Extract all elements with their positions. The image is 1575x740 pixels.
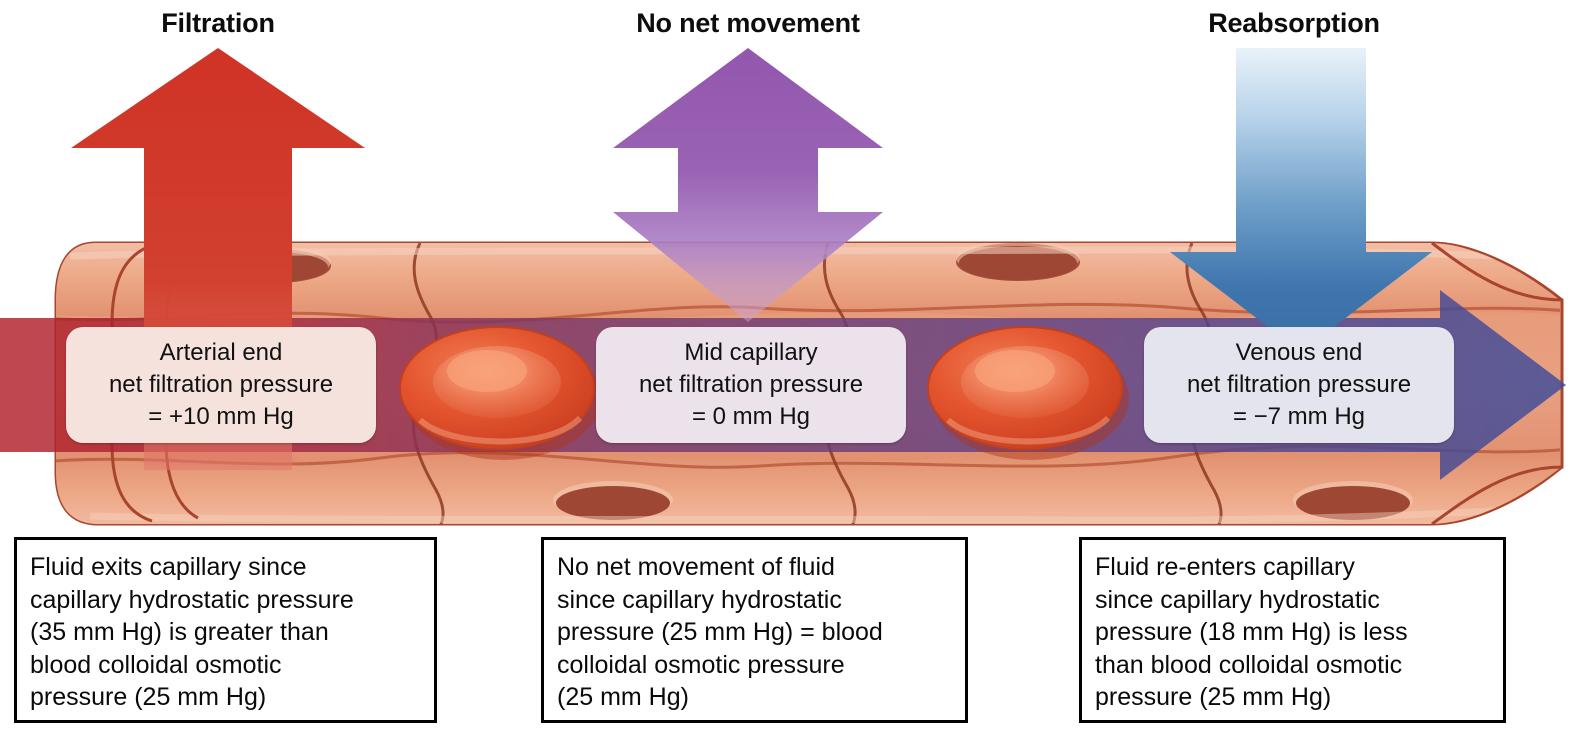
reabsorption-caption: Fluid re-enters capillary since capillar… (1079, 537, 1506, 723)
red-blood-cell-1 (399, 326, 601, 460)
arterial-end-line2: net filtration pressure (108, 371, 334, 399)
mid-capillary-line1: Mid capillary (684, 339, 818, 367)
arterial-end-label: Arterial end net filtration pressure = +… (66, 327, 376, 443)
venous-end-line2: net filtration pressure (1186, 371, 1412, 399)
caption-line: Fluid exits capillary since (30, 553, 307, 581)
caption-line: since capillary hydrostatic (1095, 585, 1380, 614)
caption-line: since capillary hydrostatic (557, 585, 842, 614)
venous-end-line3: = −7 mm Hg (1232, 402, 1366, 430)
heading-reabsorption: Reabsorption (1208, 8, 1380, 38)
mid-capillary-line3: = 0 mm Hg (691, 402, 811, 430)
heading-filtration: Filtration (161, 8, 275, 38)
caption-line: Fluid re-enters capillary (1095, 553, 1355, 581)
venous-end-label: Venous end net filtration pressure = −7 … (1144, 327, 1454, 443)
red-blood-cell-2 (927, 326, 1129, 460)
mid-capillary-label: Mid capillary net filtration pressure = … (596, 327, 906, 443)
caption-line: pressure (25 mm Hg) (30, 683, 267, 711)
venous-end-line1: Venous end (1235, 339, 1363, 367)
reabsorption-arrow (1170, 48, 1432, 352)
caption-line: pressure (18 mm Hg) is less (1095, 618, 1408, 646)
caption-line: than blood colloidal osmotic (1095, 650, 1403, 679)
wall-highlight-bottom (89, 504, 1549, 524)
arterial-end-line3: = +10 mm Hg (148, 402, 294, 430)
mid-capillary-line2: net filtration pressure (638, 371, 864, 399)
caption-line: capillary hydrostatic pressure (30, 585, 354, 614)
heading-no-net-movement: No net movement (636, 8, 860, 38)
caption-line: pressure (25 mm Hg) = blood (557, 618, 883, 646)
caption-line: colloidal osmotic pressure (557, 650, 845, 679)
no-net-movement-arrow (613, 48, 883, 322)
caption-line: blood colloidal osmotic (30, 650, 282, 679)
arterial-end-line1: Arterial end (159, 339, 283, 367)
caption-line: pressure (25 mm Hg) (1095, 683, 1332, 711)
caption-line: (35 mm Hg) is greater than (30, 618, 329, 646)
endothelial-nuclei-bottom (553, 481, 1413, 520)
filtration-caption: Fluid exits capillary since capillary hy… (14, 537, 437, 723)
caption-line: No net movement of fluid (557, 553, 835, 581)
no-net-movement-caption: No net movement of fluid since capillary… (541, 537, 968, 723)
caption-line: (25 mm Hg) (557, 683, 689, 711)
